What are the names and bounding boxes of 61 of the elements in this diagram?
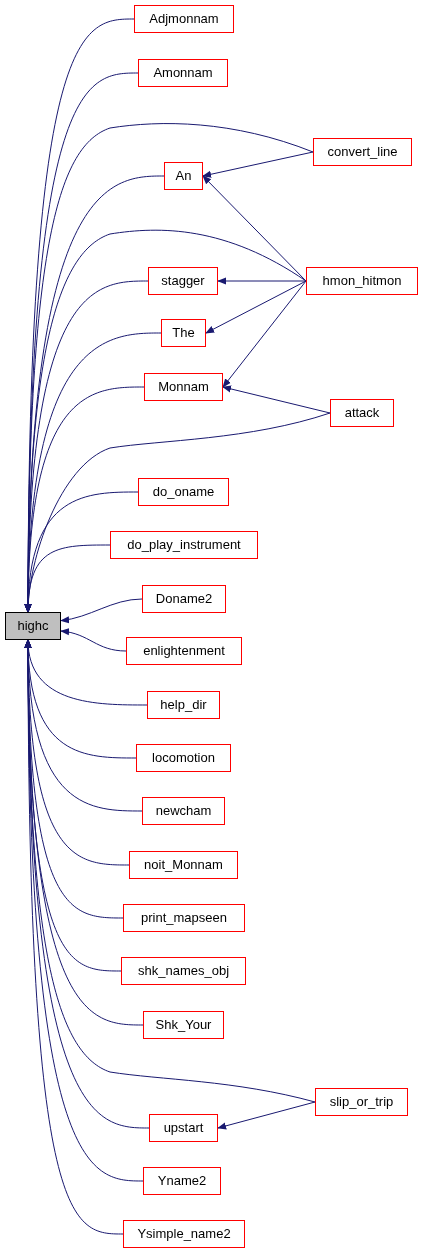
function-name: upstart: [163, 1119, 204, 1138]
arrow: [217, 277, 307, 285]
arrow: [202, 151, 314, 178]
function-name: The: [172, 324, 195, 343]
function-name: Shk_Your: [155, 1016, 212, 1035]
function-box: [136, 744, 231, 772]
function-box: [129, 851, 238, 879]
function-name: locomotion: [152, 749, 215, 768]
function-box: [161, 319, 206, 347]
arrow: [60, 628, 127, 652]
function-name: An: [175, 167, 192, 186]
arrow: [222, 385, 331, 414]
function-box: [123, 1220, 245, 1248]
function-box: [143, 1167, 221, 1195]
function-box: [306, 267, 418, 295]
function-box: [144, 373, 223, 401]
function-box: [110, 531, 258, 559]
arrow: [217, 1101, 316, 1130]
arrow: [60, 598, 143, 624]
function-name: Ysimple_name2: [137, 1225, 231, 1244]
function-name: print_mapseen: [141, 909, 227, 928]
function-name: attack: [344, 404, 380, 423]
arrow: [24, 544, 111, 613]
arrow: [205, 280, 307, 334]
function-box: [164, 162, 203, 190]
function-box: [138, 478, 229, 506]
arrow: [24, 639, 124, 1235]
function-box: [123, 904, 245, 932]
arrow: [222, 280, 307, 388]
function-box: [142, 797, 225, 825]
function-name: Doname2: [155, 590, 213, 609]
function-name: slip_or_trip: [329, 1093, 394, 1112]
function-name: do_oname: [152, 483, 215, 502]
function-box: [143, 1011, 224, 1039]
function-name: Adjmonnam: [149, 10, 219, 29]
function-box: [147, 691, 220, 719]
function-name: Yname2: [157, 1172, 207, 1191]
function-name: hmon_hitmon: [322, 272, 402, 291]
function-name: enlightenment: [143, 642, 225, 661]
function-name: shk_names_obj: [137, 962, 230, 981]
function-box: [149, 1114, 218, 1142]
function-name: newcham: [155, 802, 212, 821]
function-name: noit_Monnam: [144, 856, 223, 875]
function-box: [134, 5, 234, 33]
function-name: stagger: [161, 272, 205, 291]
function-box: [121, 957, 246, 985]
function-name: highc: [17, 617, 49, 636]
function-name: convert_line: [327, 143, 398, 162]
function-name: Amonnam: [153, 64, 213, 83]
function-box: [330, 399, 394, 427]
function-box: [142, 585, 226, 613]
function-name: Monnam: [158, 378, 209, 397]
function-name: help_dir: [160, 696, 207, 715]
function-box: [315, 1088, 408, 1116]
function-box: [126, 637, 242, 665]
function-box-highlighted: [5, 612, 61, 640]
function-box: [313, 138, 412, 166]
function-box: [148, 267, 218, 295]
arrow: [202, 175, 307, 282]
function-name: do_play_instrument: [127, 536, 241, 555]
function-box: [138, 59, 228, 87]
